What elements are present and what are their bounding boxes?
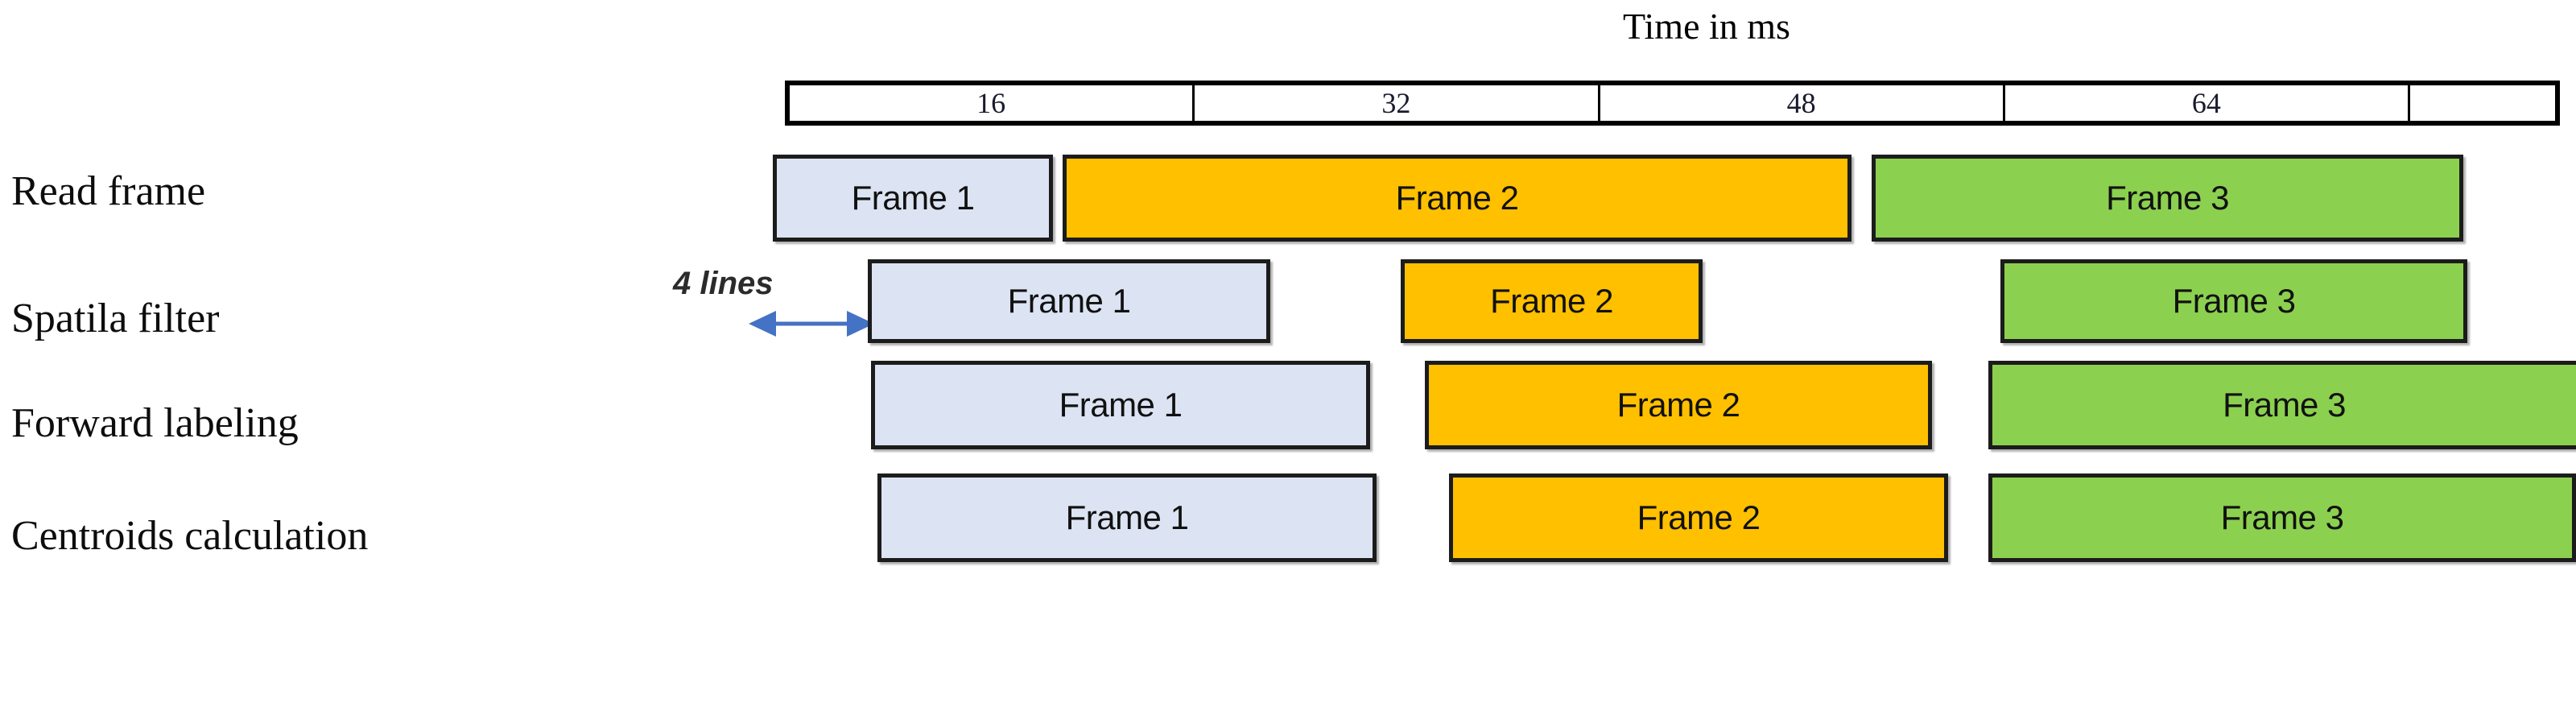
gantt-bar: Frame 2 [1425,361,1932,449]
row-label-forward-labeling: Forward labeling [11,400,299,446]
gantt-bar-label: Frame 3 [2223,386,2346,424]
gantt-bar-label: Frame 1 [1065,498,1189,536]
gantt-bar-label: Frame 1 [1007,282,1131,320]
gantt-bar: Frame 2 [1449,473,1948,562]
gantt-bar-label: Frame 2 [1637,498,1761,536]
gantt-bar: Frame 3 [1988,361,2576,449]
gantt-bar: Frame 3 [2000,259,2467,343]
row-label-read-frame: Read frame [11,168,206,214]
axis-tick-16: 16 [790,85,1195,121]
gantt-bar: Frame 2 [1401,259,1703,343]
gantt-bar-label: Frame 1 [1059,386,1183,424]
gantt-bar-label: Frame 3 [2220,498,2344,536]
gantt-bar-label: Frame 3 [2106,179,2229,217]
four-lines-label: 4 lines [673,266,774,301]
axis-tick-32: 32 [1195,85,1600,121]
gantt-bar-label: Frame 1 [851,179,975,217]
gantt-bar: Frame 3 [1872,155,2463,242]
axis-tick-64: 64 [2004,85,2410,121]
gantt-bar-label: Frame 2 [1395,179,1519,217]
gantt-bar: Frame 3 [1988,473,2576,562]
row-label-spatila-filter: Spatila filter [11,296,220,341]
gantt-bar: Frame 1 [871,361,1370,449]
axis-title: Time in ms [1623,6,1790,47]
gantt-bar-label: Frame 2 [1616,386,1740,424]
gantt-bar-label: Frame 3 [2172,282,2296,320]
row-label-centroids-calculation: Centroids calculation [11,513,369,559]
axis-tick-48: 48 [1600,85,2005,121]
gantt-bar: Frame 2 [1063,155,1852,242]
axis-tick-blank [2410,85,2555,121]
double-headed-arrow-icon [749,311,874,337]
gantt-bar-label: Frame 2 [1490,282,1613,320]
gantt-bar: Frame 1 [773,155,1053,242]
gantt-bar: Frame 1 [877,473,1377,562]
gantt-bar: Frame 1 [868,259,1270,343]
